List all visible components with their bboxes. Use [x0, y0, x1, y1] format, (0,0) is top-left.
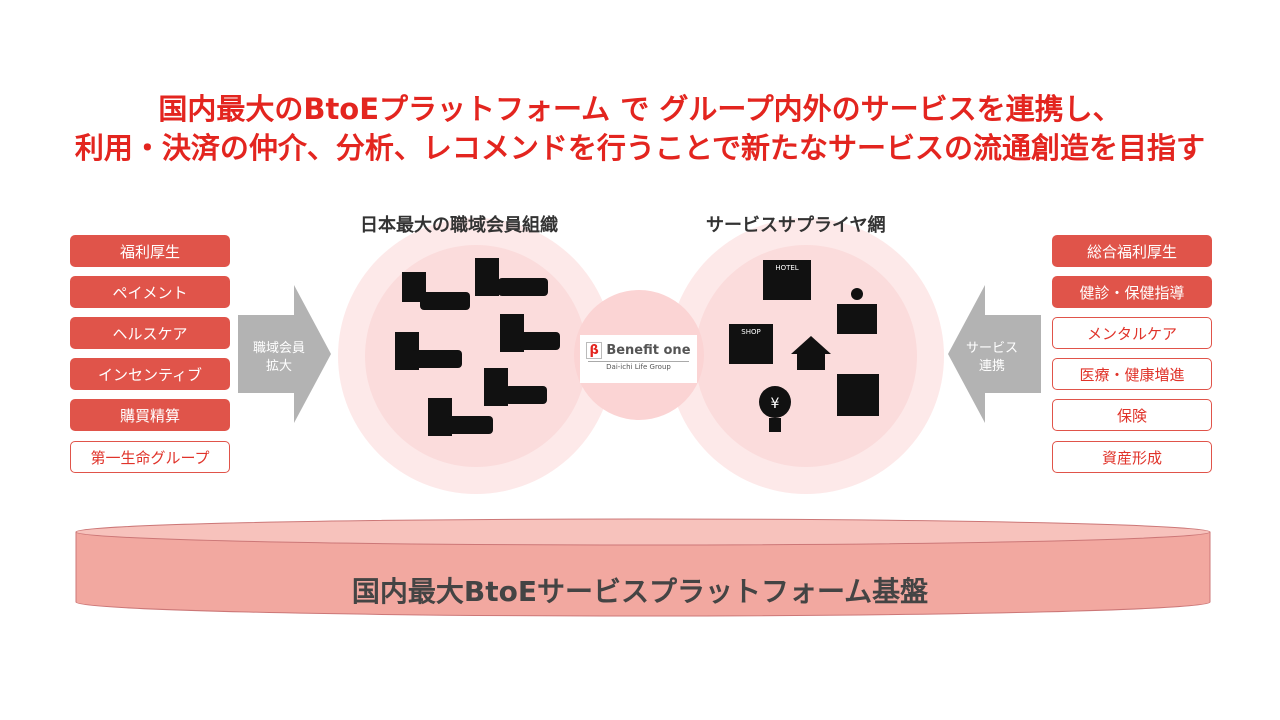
hotel-icon: HOTEL	[775, 264, 798, 272]
platform-cylinder	[75, 518, 1211, 617]
headline-line1: 国内最大のBtoEプラットフォーム で グループ内外のサービスを連携し、	[158, 92, 1122, 126]
headline-line2: 利用・決済の仲介、分析、レコメンドを行うことで新たなサービスの流通創造を目指す	[74, 131, 1206, 165]
shop-icon: SHOP	[741, 328, 760, 336]
right-item: 総合福利厚生	[1052, 235, 1212, 267]
suppliers-icon: HOTEL SHOP ¥	[729, 260, 879, 432]
left-item: 購買精算	[70, 399, 230, 431]
right-arrow-icon	[238, 285, 331, 423]
yen-icon: ¥	[771, 396, 780, 412]
office-workers-icon	[395, 258, 560, 436]
benefit-one-logo: β Benefit one Dai-ichi Life Group	[580, 335, 697, 383]
supplier-circle-title: サービスサプライヤ網	[706, 215, 886, 236]
right-item: 資産形成	[1052, 441, 1212, 473]
left-item: ヘルスケア	[70, 317, 230, 349]
right-item: 医療・健康増進	[1052, 358, 1212, 390]
right-item: 保険	[1052, 399, 1212, 431]
right-item: メンタルケア	[1052, 317, 1212, 349]
left-arrow-icon	[948, 285, 1041, 423]
left-arrow-label: 職域会員拡大	[252, 341, 305, 374]
platform-label: 国内最大BtoEサービスプラットフォーム基盤	[351, 575, 929, 608]
right-arrow-label: サービス連携	[965, 341, 1018, 374]
left-item: ペイメント	[70, 276, 230, 308]
left-item: 福利厚生	[70, 235, 230, 267]
right-item: 健診・保健指導	[1052, 276, 1212, 308]
member-circle-title: 日本最大の職域会員組織	[360, 215, 558, 236]
left-item: インセンティブ	[70, 358, 230, 390]
left-item: 第一生命グループ	[70, 441, 230, 473]
